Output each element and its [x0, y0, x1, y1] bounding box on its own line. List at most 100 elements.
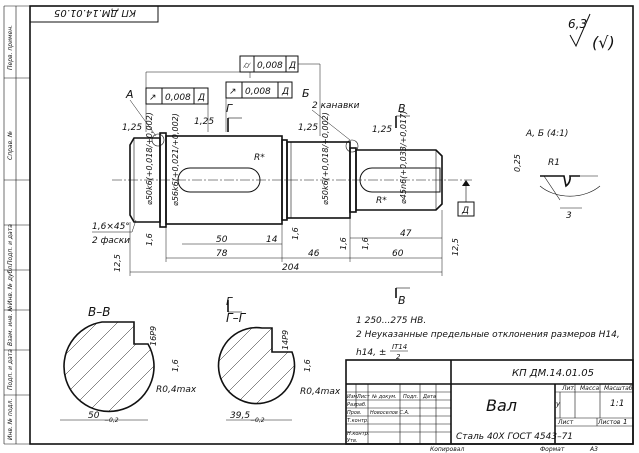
rough-3: 1,25	[298, 123, 318, 133]
svg-text:0,008: 0,008	[245, 87, 271, 97]
note-1: 1 250...275 НВ.	[356, 316, 426, 326]
title-block: КП ДМ.14.01.05 Вал Сталь 40Х ГОСТ 4543–7…	[345, 359, 634, 445]
section-gg-key: 14P9	[281, 330, 290, 350]
tolerance-frame-2: ↗ 0,008 Д	[225, 81, 293, 132]
dia-4: ⌀45n6(+0,033/+0,017)	[399, 111, 408, 204]
section-vv-r: 1,6	[171, 359, 180, 372]
svg-text:1,6: 1,6	[339, 237, 348, 250]
dia-3: ⌀50k6(+0,018/+0,002)	[321, 112, 330, 205]
footer-format-value: А3	[589, 446, 598, 453]
svg-text:Д: Д	[461, 206, 469, 216]
detail-view: А, Б (4:1) R1 3 0,25	[513, 129, 601, 221]
note-3: h14, ±	[356, 348, 386, 358]
svg-text:⌭: ⌭	[243, 61, 251, 71]
dim-14: 14	[266, 235, 278, 245]
tb-doc-code: КП ДМ.14.01.05	[512, 368, 594, 379]
rough-4: 1,25	[372, 125, 392, 135]
svg-text:Утв.: Утв.	[347, 438, 358, 444]
svg-text:Листов: Листов	[597, 419, 621, 426]
svg-text:12,5: 12,5	[113, 254, 122, 272]
svg-text:Разраб.: Разраб.	[347, 402, 367, 408]
svg-text:Лист: Лист	[356, 394, 371, 400]
section-vv-tol: −0,2	[104, 417, 119, 424]
svg-text:Лист: Лист	[557, 419, 574, 426]
r-star-1: R*	[254, 153, 265, 163]
tolerance-frame-1: ↗ 0,008 Д	[145, 87, 209, 132]
dimensions: 50 14 78 46 47 60 204 1,6 1,6 1,6 1,6 12…	[113, 210, 460, 276]
top-stamp-box	[29, 5, 159, 23]
section-marks: Г Г В В	[226, 102, 410, 313]
detail-3: 3	[566, 211, 572, 221]
detail-r1: R1	[548, 158, 560, 168]
svg-text:↗: ↗	[149, 93, 157, 103]
svg-text:Лит.: Лит.	[561, 385, 576, 392]
section-gg-dim: 39,5	[230, 411, 250, 421]
dim-60: 60	[392, 249, 404, 259]
dim-78: 78	[216, 249, 228, 259]
tolerance-frame-3: ⌭ 0,008 Д	[145, 55, 321, 136]
section-gg-r: 1,6	[303, 359, 312, 372]
svg-text:Д: Д	[197, 93, 205, 103]
detail-label: А, Б (4:1)	[525, 129, 568, 139]
chamfers-label: 2 фаски	[92, 236, 130, 246]
svg-text:0,008: 0,008	[165, 93, 191, 103]
side-label-6: Подп. и дата	[7, 349, 14, 390]
side-label-3: Подп. и дата	[7, 224, 14, 265]
section-gg-tol: −0,2	[250, 417, 265, 424]
note-3-frac-top: IT14	[392, 343, 407, 351]
svg-text:Дата: Дата	[422, 394, 436, 400]
side-label-4: Инв. № дубл.	[7, 264, 14, 305]
r-star-2: R*	[376, 196, 387, 206]
side-label-7: Инв. № подл.	[7, 399, 14, 440]
roughness-other: (√)	[592, 33, 615, 52]
svg-text:1,6: 1,6	[145, 233, 154, 246]
roughness-symbol: 6,3 (√)	[568, 13, 615, 52]
section-vv-key: 16P9	[149, 326, 158, 346]
tb-sheets-value: 1	[623, 418, 627, 426]
note-2: 2 Неуказанные предельные отклонения разм…	[356, 330, 620, 340]
mark-v-top: В	[398, 102, 406, 115]
section-gg-title: Г–Г	[226, 311, 247, 325]
footer-format: Формат	[540, 446, 565, 453]
note-3-frac-bot: 2	[396, 353, 401, 361]
dia-2: ⌀56k6(+0,021/+0,002)	[171, 113, 180, 206]
section-vv: В–В 16P9 1,6 R0,4max 50 −0,2	[60, 305, 197, 424]
side-label-5: Взам. инв. №	[7, 305, 14, 346]
chamfer-label: 1,6×45°	[92, 222, 130, 232]
svg-text:Изм.: Изм.	[347, 394, 359, 400]
svg-text:Т.контр.: Т.контр.	[347, 418, 369, 424]
svg-text:Масса: Масса	[580, 385, 599, 392]
dim-46: 46	[308, 249, 320, 259]
svg-text:Масштаб: Масштаб	[604, 385, 633, 392]
dia-1: ⌀50k6(+0,018/+0,002)	[145, 112, 154, 205]
svg-text:у: у	[555, 400, 561, 408]
tb-part-name: Вал	[486, 396, 517, 415]
svg-text:Д: Д	[288, 61, 296, 71]
side-strip: Перв. примен. Справ. № Подп. и дата Инв.…	[3, 5, 30, 445]
section-vv-fillet: R0,4max	[156, 385, 197, 395]
svg-text:1,6: 1,6	[361, 237, 370, 250]
svg-text:Подп.: Подп.	[403, 394, 418, 400]
svg-text:Д: Д	[281, 87, 289, 97]
callout-a: А	[125, 88, 134, 101]
section-vv-dim: 50	[88, 411, 100, 421]
mark-g-top: Г	[226, 102, 233, 115]
side-label-2: Справ. №	[7, 131, 14, 160]
dim-50: 50	[216, 235, 228, 245]
rough-1: 1,25	[122, 123, 142, 133]
detail-025: 0,25	[513, 154, 522, 172]
datum-d: Д	[457, 180, 475, 217]
top-stamp-text: КП ДМ.14.01.05	[54, 7, 136, 18]
svg-text:Н.контр.: Н.контр.	[347, 431, 369, 437]
svg-text:0,008: 0,008	[257, 61, 283, 71]
svg-text:Пров.: Пров.	[347, 410, 362, 416]
rough-2: 1,25	[194, 117, 214, 127]
tb-scale-value: 1:1	[610, 399, 624, 409]
dim-47: 47	[400, 229, 412, 239]
section-gg: Г–Г 14P9 1,6 R0,4max 39,5 −0,2	[217, 311, 341, 424]
section-vv-title: В–В	[88, 305, 110, 319]
callout-b: Б	[302, 87, 310, 100]
svg-text:12,5: 12,5	[451, 238, 460, 256]
two-grooves-label: 2 канавки	[312, 101, 360, 111]
